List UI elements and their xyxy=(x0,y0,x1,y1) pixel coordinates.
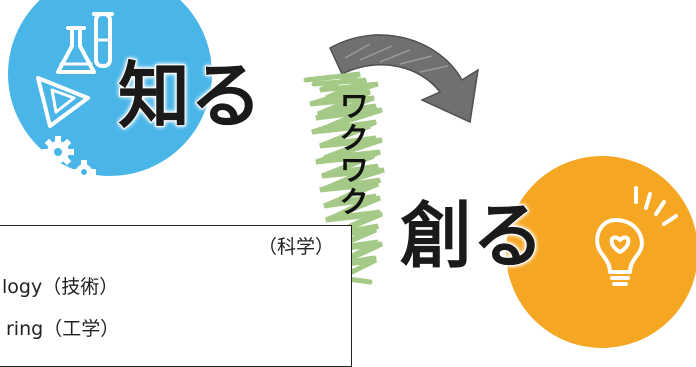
create-label: 創る xyxy=(399,194,545,278)
legend-technology: logy（技術） xyxy=(2,276,119,298)
excite-label: ワクワク xyxy=(333,90,368,218)
lightbulb-icon xyxy=(595,186,678,286)
arrow-top-right xyxy=(329,34,479,124)
legend-engineering: ring（工学） xyxy=(6,318,120,340)
legend-science: （科学） xyxy=(258,236,335,258)
flask-icon xyxy=(56,12,114,74)
gears-icon xyxy=(42,136,96,184)
stem-legend-clip: （科学） logy（技術） ring（工学） xyxy=(0,226,350,357)
science-icons xyxy=(36,12,114,184)
know-label: 知る xyxy=(117,54,263,138)
triangle-ruler-icon xyxy=(36,76,90,128)
stem-legend-box xyxy=(0,225,352,367)
